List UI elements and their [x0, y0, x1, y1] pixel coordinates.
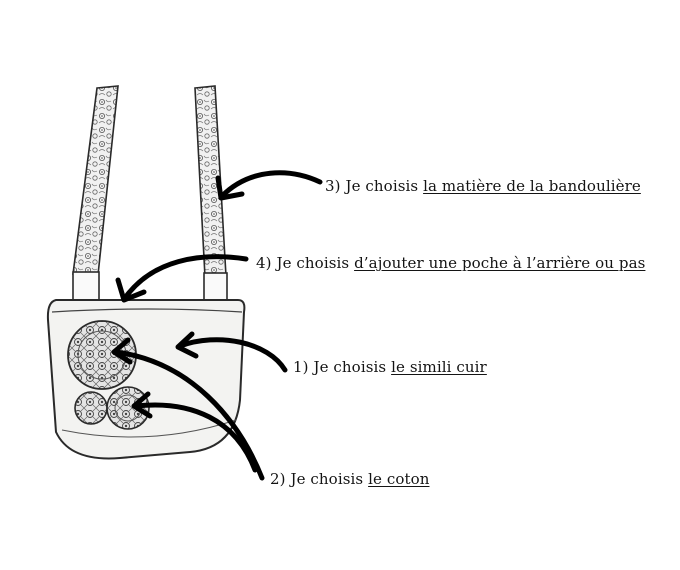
label-step-4: 4) Je choisis d’ajouter une poche à l’ar…: [256, 254, 645, 272]
small-flower-applique: [74, 391, 108, 425]
left-strap-tab: [72, 271, 100, 303]
arrow-3: [219, 170, 323, 199]
label-step-1: 1) Je choisis le simili cuir: [293, 358, 487, 376]
left-strap: [72, 85, 119, 276]
label-step-2-prefix: 2) Je choisis: [270, 470, 369, 488]
label-step-4-prefix: 4) Je choisis: [256, 254, 355, 272]
arrow-2a: [113, 349, 265, 481]
link-simili-cuir[interactable]: le simili cuir: [391, 358, 487, 376]
link-coton[interactable]: le coton: [368, 470, 430, 488]
label-step-3-prefix: 3) Je choisis: [325, 177, 424, 195]
label-step-2: 2) Je choisis le coton: [270, 470, 429, 488]
link-strap-material[interactable]: la matière de la bandoulière: [423, 177, 641, 195]
label-step-3: 3) Je choisis la matière de la bandouliè…: [325, 177, 641, 195]
link-back-pocket[interactable]: d’ajouter une poche à l’arrière ou pas: [354, 254, 646, 272]
label-step-1-prefix: 1) Je choisis: [293, 358, 392, 376]
right-strap-tab: [203, 272, 228, 304]
medium-flower-applique: [106, 386, 150, 430]
arrow-2b: [133, 402, 258, 473]
bag-bottom-edge: [61, 419, 237, 438]
arrow-4: [122, 254, 249, 301]
bag-flap-edge: [51, 308, 243, 313]
right-strap: [194, 85, 227, 278]
arrow-1: [177, 337, 288, 373]
